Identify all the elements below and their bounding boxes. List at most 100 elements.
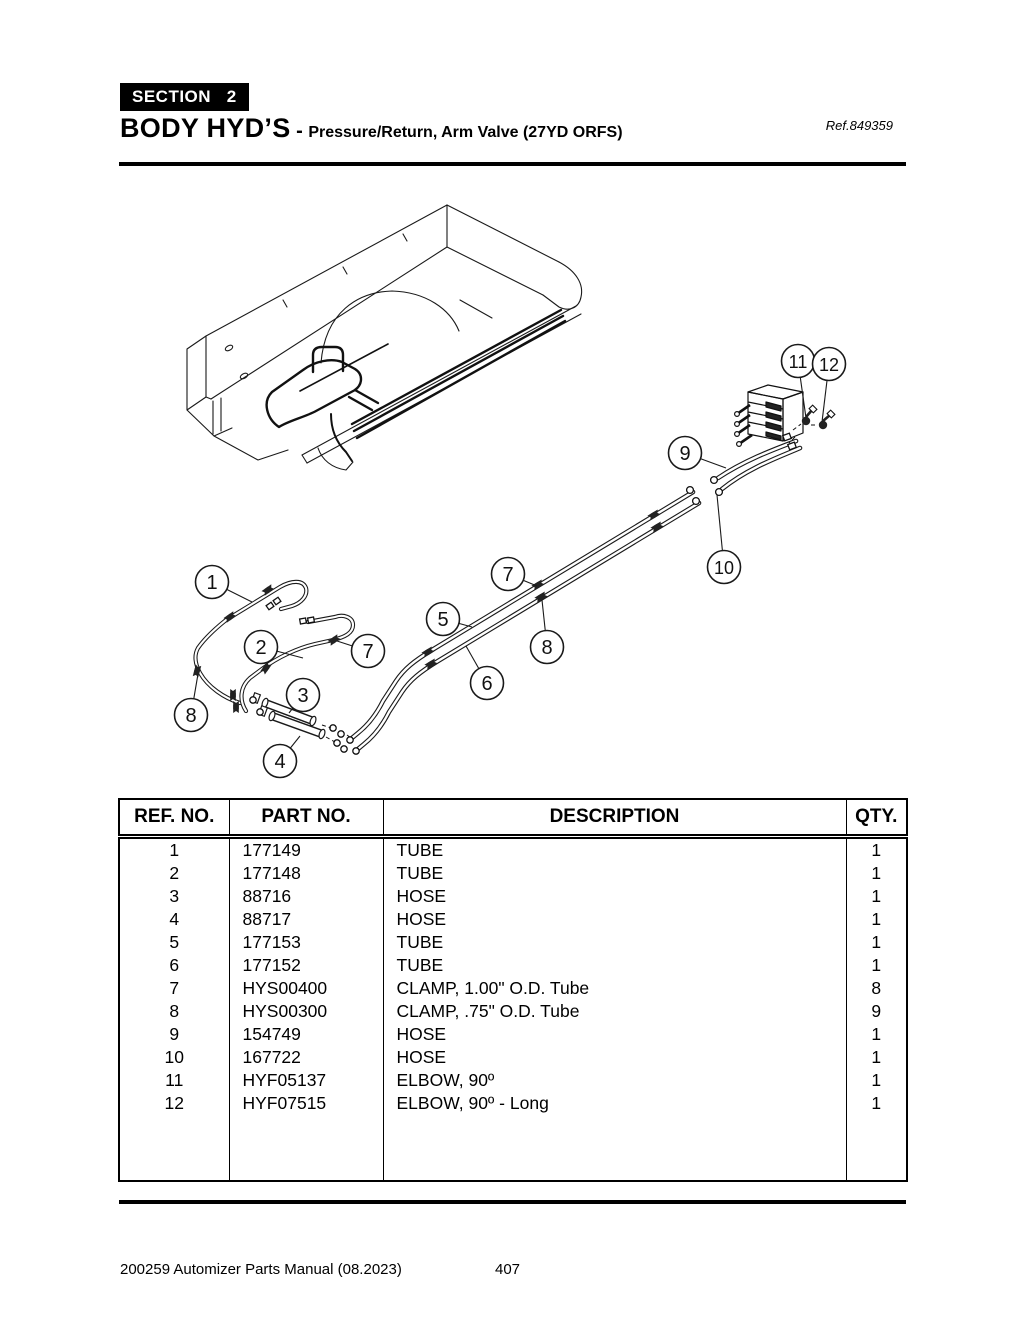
callout-number: 3	[297, 685, 308, 707]
cell-ref-no: 5	[119, 931, 230, 954]
cell-part-no: 177148	[229, 862, 384, 885]
elbow-fittings-drawing	[788, 404, 836, 444]
callout-balloon-7	[350, 633, 386, 669]
cell-ref-no: 2	[119, 862, 230, 885]
cell-qty: 1	[871, 863, 882, 883]
cell-ref-no: 11	[119, 1069, 230, 1092]
hose-10-drawing	[719, 445, 803, 492]
cell-description: TUBE	[383, 931, 847, 954]
cell-description: HOSE	[383, 908, 847, 931]
callout-number: 10	[714, 558, 734, 578]
callout-number: 7	[502, 564, 513, 586]
callout-balloon-6	[469, 665, 505, 701]
cell-description: ELBOW, 90º - Long	[383, 1092, 847, 1115]
callout-balloon-9	[667, 435, 703, 471]
section-badge: SECTION 2	[120, 83, 249, 111]
callout-balloon-1	[194, 564, 230, 600]
cell-description: TUBE	[383, 862, 847, 885]
cell-part-no: HYF05137	[229, 1069, 384, 1092]
parts-table-header: REF. NO. PART NO. DESCRIPTION QTY.	[119, 799, 907, 839]
hose-9-drawing	[715, 438, 799, 481]
cell-description: HOSE	[383, 1023, 847, 1046]
callout-number: 4	[274, 751, 285, 773]
header-rule	[119, 162, 906, 166]
cell-description: ELBOW, 90º	[383, 1069, 847, 1092]
cell-ref-no: 4	[119, 908, 230, 931]
callout-number: 5	[437, 609, 448, 631]
cell-part-no: 167722	[229, 1046, 384, 1069]
cell-description: TUBE	[383, 836, 847, 862]
cell-ref-no: 9	[119, 1023, 230, 1046]
cell-qty: 1	[871, 1047, 882, 1067]
callout-balloon-8	[173, 697, 209, 733]
cell-part-no: 177149	[229, 836, 384, 862]
cell-part-no: 88716	[229, 885, 384, 908]
callout-balloon-8	[529, 629, 565, 665]
callout-number: 8	[185, 705, 196, 727]
reference-number: Ref.849359	[825, 118, 893, 133]
callout-balloon-3	[285, 677, 321, 713]
cell-part-no: HYS00300	[229, 1000, 384, 1023]
header-qty: QTY.	[846, 799, 907, 839]
arm-valve-drawing	[733, 384, 804, 448]
cell-description: CLAMP, 1.00" O.D. Tube	[383, 977, 847, 1000]
header-description: DESCRIPTION	[383, 799, 847, 839]
hose-3-drawing	[250, 691, 317, 727]
cell-qty: 1	[871, 840, 882, 860]
cell-ref-no: 10	[119, 1046, 230, 1069]
cell-part-no: HYF07515	[229, 1092, 384, 1115]
table-filler-row	[119, 1115, 907, 1181]
cell-part-no: HYS00400	[229, 977, 384, 1000]
body-hydraulic-lines-drawing	[265, 308, 567, 462]
cell-qty: 1	[871, 932, 882, 952]
footer-manual-title: 200259 Automizer Parts Manual (08.2023)	[120, 1261, 402, 1278]
callout-balloon-10	[706, 549, 742, 585]
tube-1-drawing	[193, 579, 309, 706]
cell-ref-no: 12	[119, 1092, 230, 1115]
cell-part-no: 177153	[229, 931, 384, 954]
callout-number: 7	[362, 641, 373, 663]
callout-balloon-12	[811, 346, 847, 382]
cell-qty: 1	[871, 909, 882, 929]
callout-number: 9	[679, 443, 690, 465]
header-ref-no: REF. NO.	[119, 799, 230, 839]
fittings-drawing	[249, 432, 798, 755]
cell-qty: 1	[871, 1093, 882, 1113]
callout-number: 8	[541, 637, 552, 659]
truck-body-drawing	[186, 204, 583, 471]
callout-number: 2	[255, 637, 266, 659]
callout-number: 11	[789, 352, 808, 372]
callout-number: 12	[819, 355, 839, 375]
callout-balloon-2	[243, 629, 279, 665]
cell-part-no: 177152	[229, 954, 384, 977]
cell-qty: 8	[871, 978, 882, 998]
title-main: BODY HYD’S	[120, 113, 291, 143]
cell-ref-no: 8	[119, 1000, 230, 1023]
page-title: BODY HYD’S - Pressure/Return, Arm Valve …	[120, 113, 623, 144]
cell-ref-no: 1	[119, 836, 230, 862]
tube-6-drawing	[355, 500, 702, 752]
cell-ref-no: 7	[119, 977, 230, 1000]
cell-ref-no: 6	[119, 954, 230, 977]
footer-rule	[119, 1200, 906, 1204]
callout-balloon-5	[425, 601, 461, 637]
cell-qty: 1	[871, 1070, 882, 1090]
cell-description: HOSE	[383, 885, 847, 908]
cell-part-no: 88717	[229, 908, 384, 931]
cell-part-no: 154749	[229, 1023, 384, 1046]
cell-qty: 1	[871, 1024, 882, 1044]
tube-5-drawing	[349, 489, 696, 741]
